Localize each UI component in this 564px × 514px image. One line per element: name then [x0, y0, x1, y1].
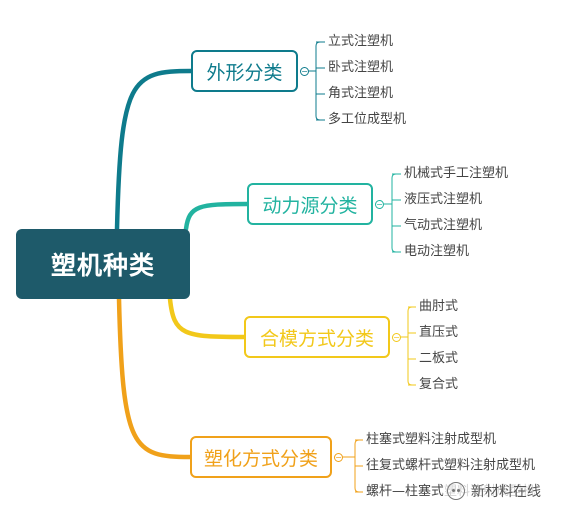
leaf-node[interactable]: 卧式注塑机	[328, 60, 394, 75]
branch-node[interactable]: 合模方式分类	[244, 316, 390, 358]
root-label: 塑机种类	[50, 251, 155, 280]
leaf-node[interactable]: 角式注塑机	[328, 86, 394, 101]
leaf-bus-line	[315, 41, 321, 121]
branch-node[interactable]: 动力源分类	[247, 183, 373, 225]
leaf-bus-line	[391, 173, 397, 253]
collapse-toggle-icon[interactable]: −	[375, 199, 384, 209]
branch-connector	[114, 68, 194, 232]
branch-label: 合模方式分类	[259, 327, 374, 350]
leaf-node[interactable]: 电动注塑机	[404, 244, 470, 259]
watermark: 新材料在线	[443, 480, 545, 502]
collapse-toggle-icon[interactable]: −	[392, 332, 401, 342]
leaf-node[interactable]: 二板式	[419, 351, 459, 366]
branch-label: 塑化方式分类	[203, 447, 318, 470]
leaf-node[interactable]: 往复式螺杆式塑料注射成型机	[366, 458, 536, 473]
leaf-node[interactable]: 液压式注塑机	[404, 192, 483, 207]
leaf-node[interactable]: 曲肘式	[419, 299, 459, 314]
leaf-node[interactable]: 柱塞式塑料注射成型机	[366, 432, 497, 447]
leaf-node[interactable]: 气动式注塑机	[404, 218, 483, 233]
branch-connector	[167, 296, 247, 340]
watermark-label: 新材料在线	[471, 484, 541, 500]
chat-icon	[447, 482, 465, 500]
branch-connector	[183, 201, 250, 232]
branch-connector	[116, 296, 193, 460]
leaf-node[interactable]: 立式注塑机	[328, 34, 394, 49]
root-node[interactable]: 塑机种类	[16, 229, 190, 299]
branch-node[interactable]: 塑化方式分类	[190, 436, 332, 478]
collapse-toggle-icon[interactable]: −	[300, 66, 309, 76]
branch-label: 动力源分类	[262, 194, 358, 217]
leaf-node[interactable]: 多工位成型机	[328, 112, 407, 127]
branch-node[interactable]: 外形分类	[191, 50, 298, 92]
leaf-node[interactable]: 直压式	[419, 325, 459, 340]
collapse-toggle-icon[interactable]: −	[334, 452, 343, 462]
leaf-bus-line	[407, 306, 413, 386]
leaf-node[interactable]: 复合式	[419, 377, 459, 392]
leaf-node[interactable]: 机械式手工注塑机	[404, 166, 509, 181]
branch-label: 外形分类	[206, 61, 283, 84]
